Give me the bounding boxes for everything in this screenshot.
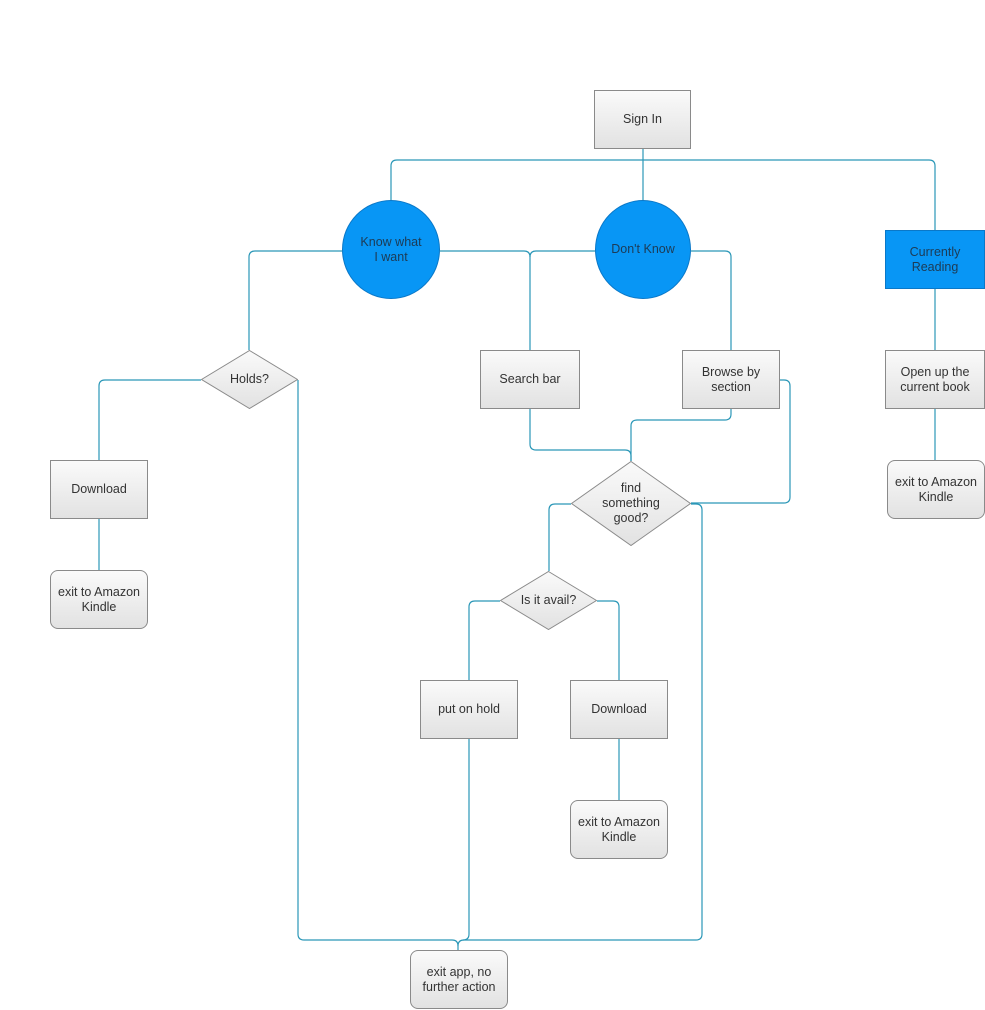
edge-searchbar-find	[529, 409, 632, 461]
holds-decision: Holds?	[201, 350, 298, 409]
edge-signin-branch-bar	[390, 159, 936, 230]
find-something-good-decision: find something good?	[571, 461, 691, 546]
edge-know-holds	[248, 250, 342, 350]
is-it-avail-decision: Is it avail?	[500, 571, 597, 630]
edge-browse-find	[630, 409, 732, 461]
sign-in-node: Sign In	[594, 90, 691, 149]
is-it-avail-label: Is it avail?	[520, 593, 577, 607]
edge-browse-loop	[691, 379, 791, 504]
edge-know-searchbar	[440, 250, 531, 350]
exit-app-node: exit app, no further action	[410, 950, 508, 1009]
edge-avail-hold	[468, 600, 500, 680]
currently-reading-node: Currently Reading	[885, 230, 985, 289]
download-center-node: Download	[570, 680, 668, 739]
exit-kindle-center-node: exit to Amazon Kindle	[570, 800, 668, 859]
diamond-shape	[201, 350, 298, 409]
know-what-i-want-node: Know what I want	[342, 200, 440, 299]
edge-dontknow-searchbar	[529, 250, 595, 258]
exit-kindle-right-node: exit to Amazon Kindle	[887, 460, 985, 519]
diamond-shape	[571, 461, 691, 546]
search-bar-node: Search bar	[480, 350, 580, 409]
diamond-shape	[500, 571, 597, 630]
dont-know-node: Don't Know	[595, 200, 691, 299]
edge-dontknow-browse	[691, 250, 732, 350]
edge-hold-exitapp	[462, 739, 470, 941]
open-current-book-node: Open up the current book	[885, 350, 985, 409]
edge-avail-download	[597, 600, 620, 680]
edge-holds-exitapp	[297, 380, 459, 950]
edge-holds-download	[98, 379, 201, 460]
browse-by-section-node: Browse by section	[682, 350, 780, 409]
edge-find-avail	[548, 503, 571, 571]
find-something-good-label: find something good?	[602, 481, 660, 525]
put-on-hold-node: put on hold	[420, 680, 518, 739]
download-left-node: Download	[50, 460, 148, 519]
exit-kindle-left-node: exit to Amazon Kindle	[50, 570, 148, 629]
holds-label: Holds?	[230, 372, 269, 386]
edge-find-exitapp	[457, 503, 703, 947]
